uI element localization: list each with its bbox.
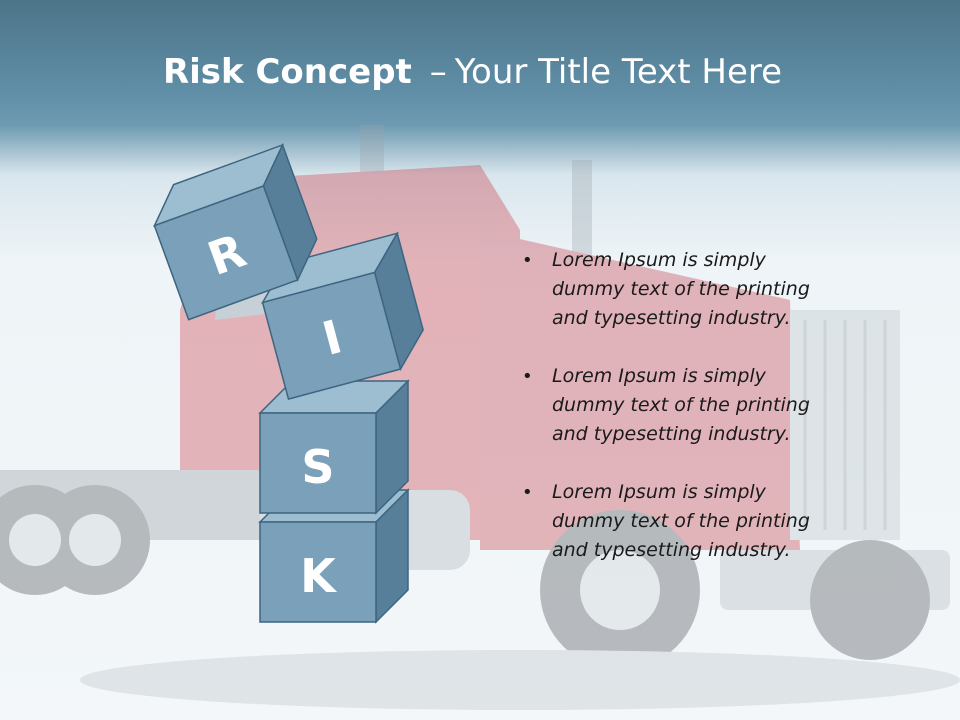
bullet-item: • Lorem Ipsum is simply dummy text of th…: [520, 246, 820, 333]
cube-letter-k: K: [300, 549, 338, 603]
slide-title: Risk Concept–Your Title Text Here: [0, 52, 945, 92]
cube-r: R: [152, 143, 318, 321]
bullet-text: Lorem Ipsum is simply dummy text of the …: [552, 365, 810, 445]
bullet-list: • Lorem Ipsum is simply dummy text of th…: [520, 246, 820, 594]
bullet-dot: •: [522, 250, 533, 271]
bullet-item: • Lorem Ipsum is simply dummy text of th…: [520, 362, 820, 449]
bullet-text: Lorem Ipsum is simply dummy text of the …: [552, 481, 810, 561]
cube-s: S: [258, 379, 410, 515]
bullet-item: • Lorem Ipsum is simply dummy text of th…: [520, 478, 820, 565]
title-separator: –: [429, 52, 447, 92]
title-bold-part: Risk Concept: [162, 52, 412, 92]
cube-i: I: [261, 231, 424, 401]
bullet-text: Lorem Ipsum is simply dummy text of the …: [552, 249, 810, 329]
cube-letter-s: S: [301, 440, 334, 494]
title-rest-part: Your Title Text Here: [454, 52, 783, 92]
bullet-dot: •: [522, 366, 533, 387]
bullet-dot: •: [522, 482, 533, 503]
